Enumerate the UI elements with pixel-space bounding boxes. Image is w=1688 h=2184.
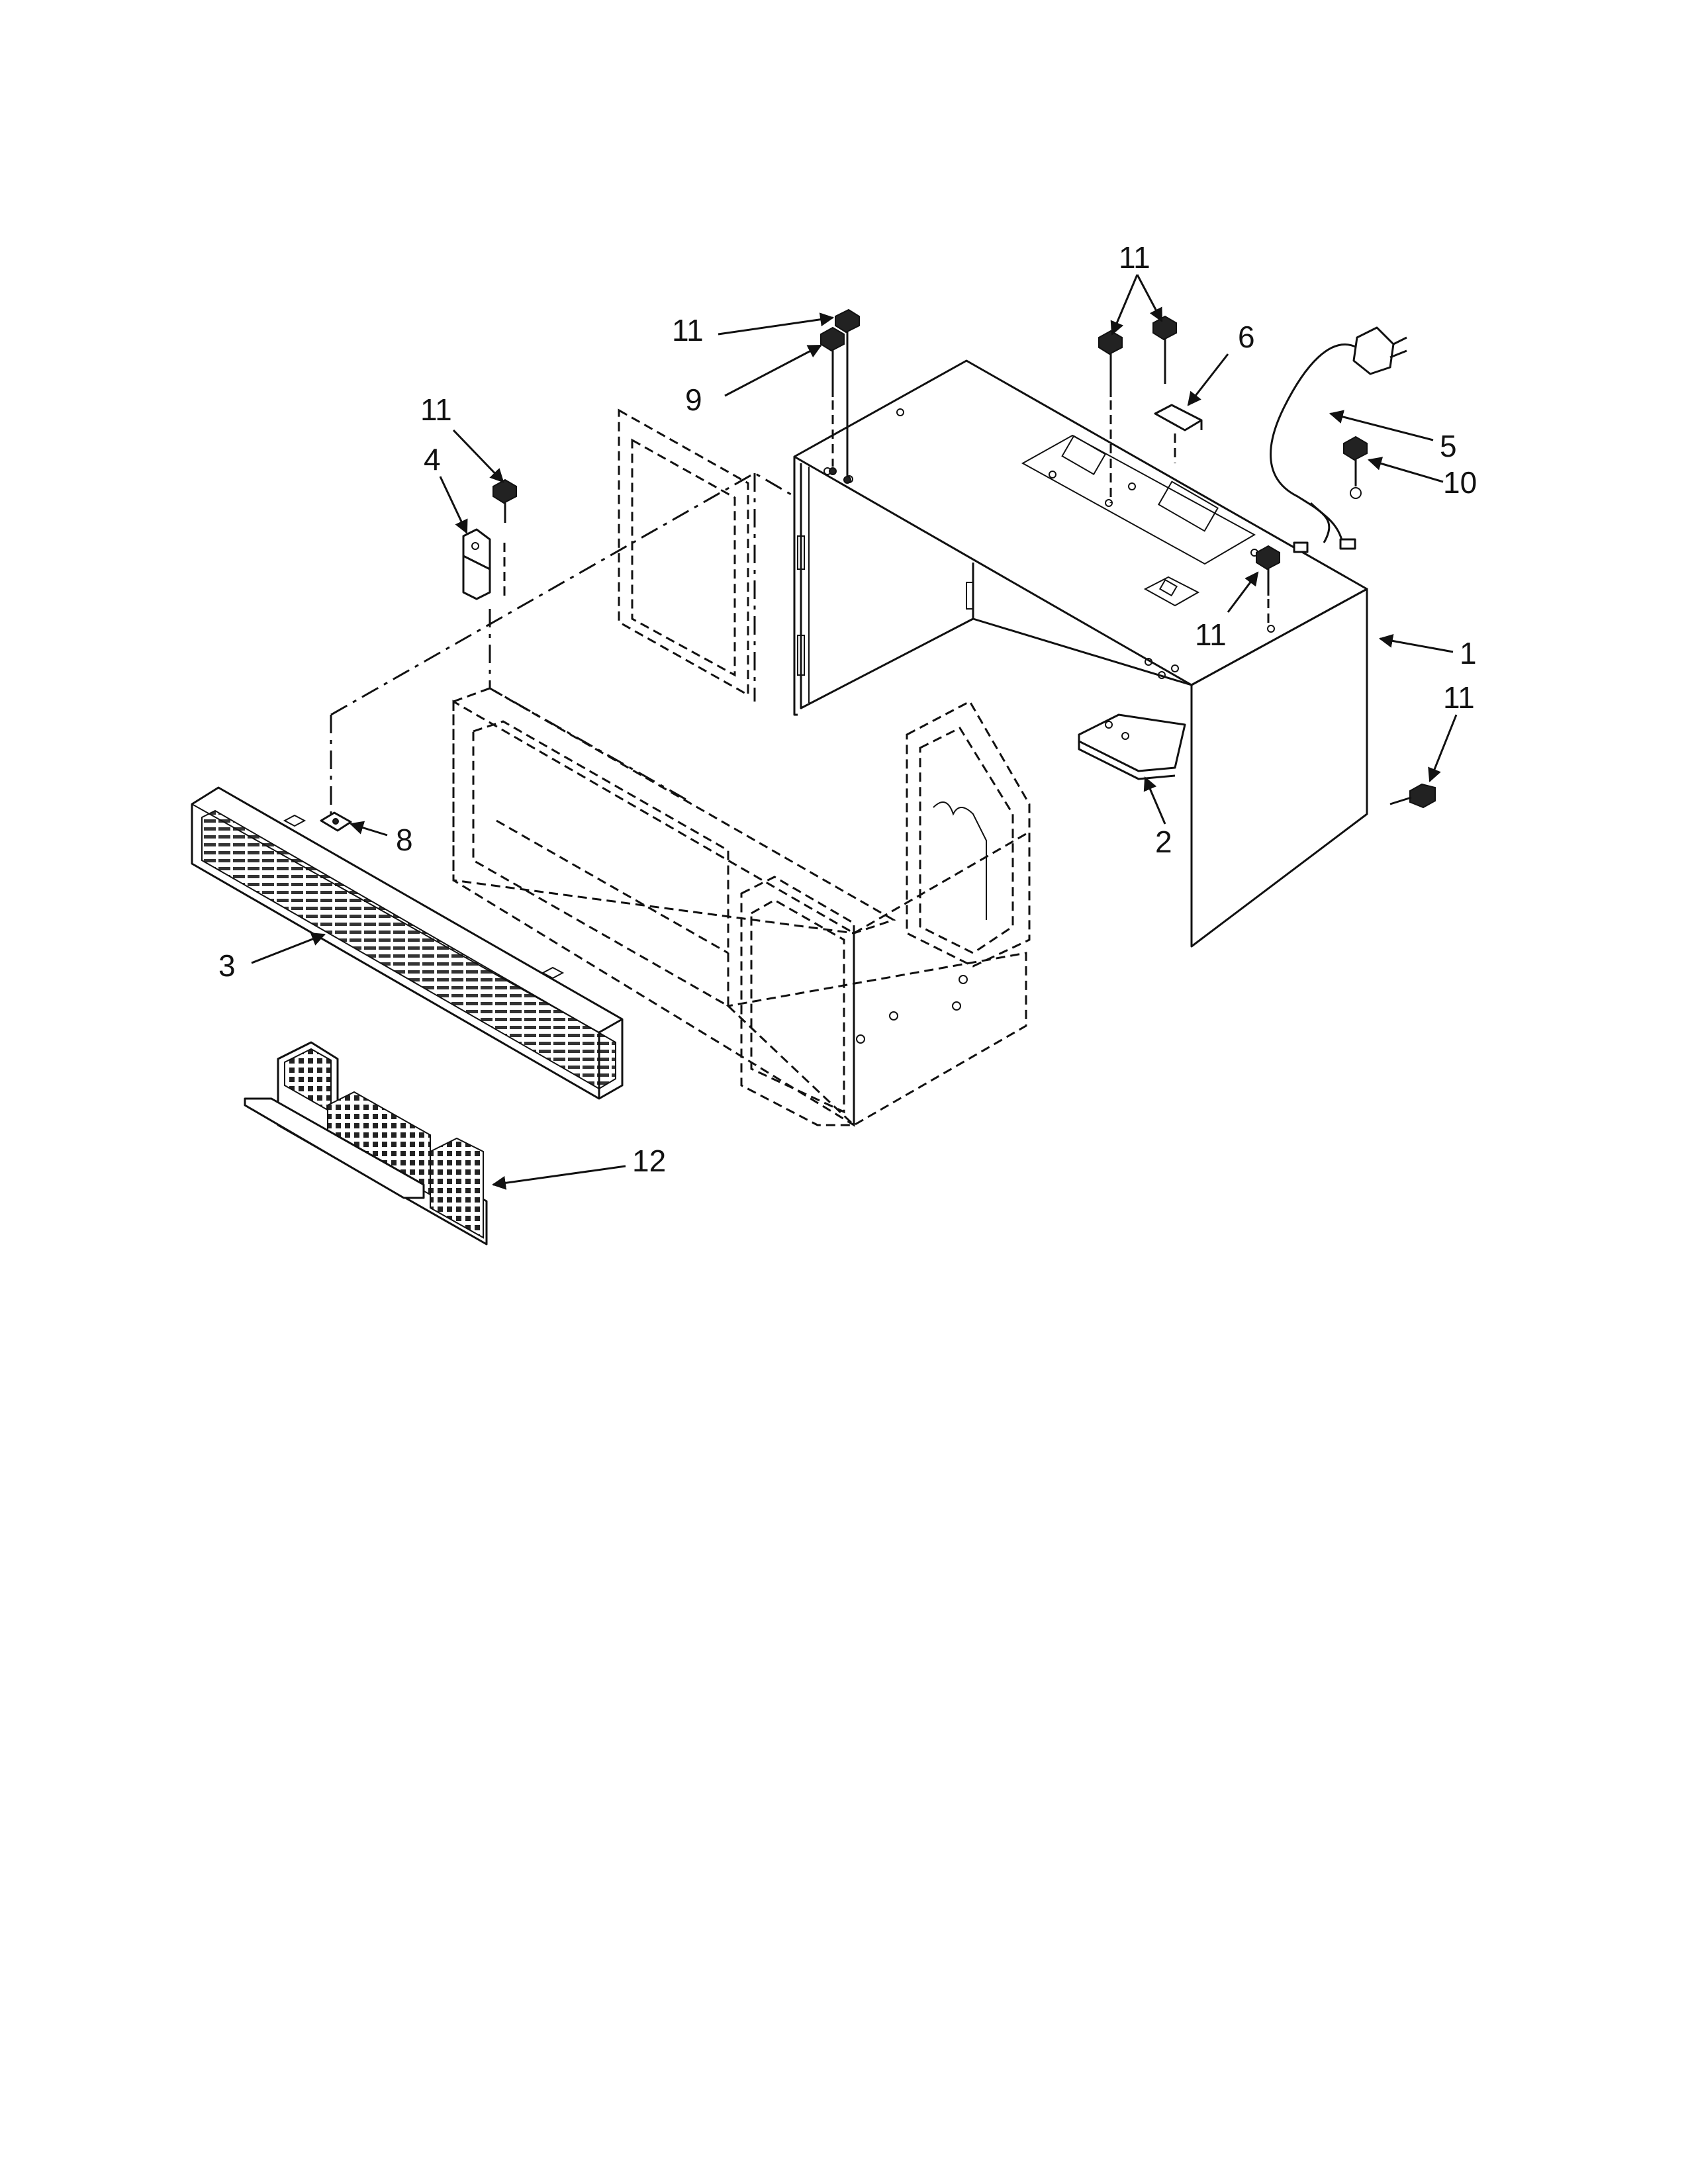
callout-labels: 1 2 3 4 5 6 8 9 10 11 11 11 11 11 12	[218, 240, 1477, 1178]
inner-cavity-phantom	[330, 408, 1031, 1127]
outer-cabinet-part-1	[793, 359, 1368, 948]
callout-2: 2	[1155, 825, 1172, 859]
callout-11-side: 11	[1443, 680, 1475, 715]
power-cord-part-5	[1270, 326, 1407, 553]
callout-1: 1	[1460, 636, 1477, 670]
callout-11-top-left: 11	[672, 313, 704, 347]
screw-part-11-top-c	[1152, 315, 1177, 384]
bracket-part-4	[462, 528, 506, 600]
screw-part-11-top-b	[1098, 330, 1123, 503]
callout-11-top-right: 11	[1119, 240, 1150, 275]
callout-9: 9	[685, 383, 702, 417]
callout-6: 6	[1238, 320, 1255, 354]
screw-part-11-top-a	[835, 308, 860, 484]
screw-part-10	[1343, 435, 1368, 499]
callout-leaders	[251, 274, 1458, 1190]
screw-part-9	[820, 326, 845, 475]
screw-part-11-left	[492, 478, 517, 523]
callout-3: 3	[218, 948, 236, 983]
callout-4: 4	[424, 442, 441, 477]
bracket-part-6	[1154, 404, 1203, 463]
callout-8: 8	[396, 823, 413, 857]
callout-12: 12	[632, 1144, 666, 1178]
filter-panel-part-12	[244, 1041, 488, 1246]
callout-11-left: 11	[420, 392, 452, 427]
screw-part-11-right-top	[1256, 545, 1280, 625]
callout-5: 5	[1440, 429, 1457, 463]
callout-11-right-top: 11	[1195, 617, 1227, 652]
vent-grille-part-3	[191, 786, 624, 1100]
callout-10: 10	[1443, 465, 1477, 500]
screw-part-11-side	[1389, 783, 1436, 809]
bracket-part-2	[1078, 713, 1186, 780]
clip-part-8	[320, 811, 352, 832]
